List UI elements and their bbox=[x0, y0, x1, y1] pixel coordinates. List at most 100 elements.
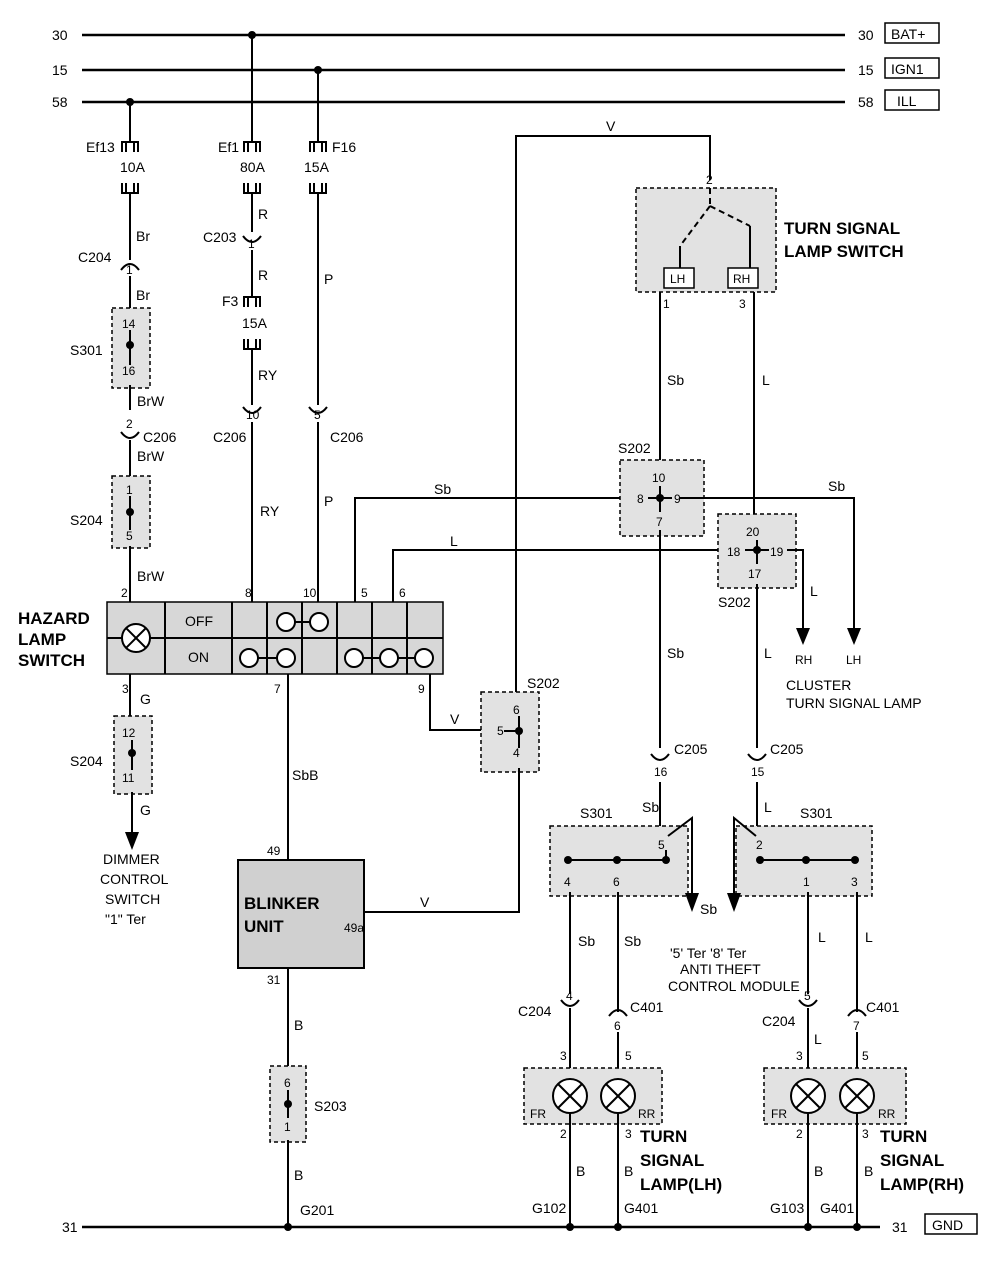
rail-30-right: 30 bbox=[858, 27, 874, 43]
fuse-ef13-rating: 10A bbox=[120, 159, 146, 175]
svg-text:1: 1 bbox=[803, 875, 810, 889]
wire-sbb: SbB bbox=[292, 767, 318, 783]
svg-text:L: L bbox=[814, 1031, 822, 1047]
antitheft-line-2: ANTI THEFT bbox=[680, 961, 761, 977]
svg-text:17: 17 bbox=[748, 567, 762, 581]
hazard-lamp-switch: HAZARD LAMP SWITCH OFF ON 8 10 5 6 3 7 bbox=[18, 586, 444, 696]
c206-label-1: C206 bbox=[143, 429, 177, 445]
cluster-labels: RH LH CLUSTER TURN SIGNAL LAMP bbox=[786, 653, 922, 711]
svg-text:G401: G401 bbox=[820, 1200, 854, 1216]
wire-v-hazard: V bbox=[450, 711, 460, 727]
svg-text:Sb: Sb bbox=[578, 933, 595, 949]
svg-text:3: 3 bbox=[739, 297, 746, 311]
svg-text:1: 1 bbox=[248, 237, 255, 251]
turn-signal-switch: 2 LH RH TURN SIGNAL LAMP SWITCH 1 3 Sb L bbox=[635, 173, 904, 522]
c206-label-3: C206 bbox=[330, 429, 364, 445]
cluster-line-1: CLUSTER bbox=[786, 677, 851, 693]
hazard-on-label: ON bbox=[188, 649, 209, 665]
svg-text:2: 2 bbox=[756, 838, 763, 852]
dimmer-line-2: CONTROL bbox=[100, 871, 169, 887]
wire-br-1: Br bbox=[136, 228, 150, 244]
fuse-ef13-symbol bbox=[121, 141, 139, 152]
wire-b-s203: B bbox=[294, 1167, 303, 1183]
fuse-f3-rating: 15A bbox=[242, 315, 268, 331]
rail-31-left: 31 bbox=[62, 1219, 78, 1235]
svg-text:C401: C401 bbox=[866, 999, 900, 1015]
svg-text:10: 10 bbox=[246, 408, 260, 422]
blinker-body bbox=[237, 859, 365, 969]
svg-text:B: B bbox=[624, 1163, 633, 1179]
svg-text:3: 3 bbox=[862, 1127, 869, 1141]
tag-ign: IGN1 bbox=[891, 61, 924, 77]
wire-sb-down: Sb bbox=[667, 645, 684, 661]
fuse-f3-name: F3 bbox=[222, 293, 239, 309]
wire-r-1: R bbox=[258, 206, 268, 222]
v-loop: V V S202 6 5 4 V bbox=[364, 118, 711, 913]
svg-text:18: 18 bbox=[727, 545, 741, 559]
svg-text:L: L bbox=[818, 929, 826, 945]
lamp-lh-line-3: LAMP(LH) bbox=[640, 1175, 722, 1194]
lamp-connectors: 4 C204 6 C401 5 C204 7 C401 L 3 5 3 5 bbox=[518, 989, 900, 1080]
svg-text:4: 4 bbox=[513, 746, 520, 760]
dimmer-branch: G S204 12 11 G DIMMER CONTROL SWITCH "1"… bbox=[70, 674, 169, 927]
svg-text:5: 5 bbox=[658, 838, 665, 852]
dimmer-line-1: DIMMER bbox=[103, 851, 160, 867]
power-rails: 30 15 58 31 30 15 58 31 BAT+ IGN1 ILL GN… bbox=[52, 22, 978, 1235]
svg-text:L: L bbox=[764, 799, 772, 815]
svg-text:6: 6 bbox=[614, 1019, 621, 1033]
svg-text:RR: RR bbox=[878, 1107, 896, 1121]
cluster-rh: RH bbox=[795, 653, 812, 667]
svg-text:4: 4 bbox=[564, 875, 571, 889]
ef1-column: Ef1 80A R 1 C203 R F3 15A RY 10 C206 RY bbox=[203, 35, 280, 602]
svg-text:5: 5 bbox=[804, 989, 811, 1003]
fuse-ef1-rating: 80A bbox=[240, 159, 266, 175]
wire-brw-2: BrW bbox=[137, 448, 165, 464]
svg-text:C204: C204 bbox=[518, 1003, 552, 1019]
lamp-rh-line-2: SIGNAL bbox=[880, 1151, 944, 1170]
svg-text:3: 3 bbox=[851, 875, 858, 889]
cluster-lh: LH bbox=[846, 653, 861, 667]
fuse-f16-name: F16 bbox=[332, 139, 356, 155]
c206-label-2: C206 bbox=[213, 429, 247, 445]
svg-text:31: 31 bbox=[267, 973, 281, 987]
wire-l-cluster: L bbox=[810, 583, 818, 599]
svg-text:10: 10 bbox=[303, 586, 317, 600]
svg-text:5: 5 bbox=[126, 529, 133, 543]
svg-text:20: 20 bbox=[746, 525, 760, 539]
s301-lh: S301 5 4 6 Sb Sb Sb bbox=[549, 805, 717, 1012]
c204-pin: 1 bbox=[126, 263, 133, 277]
hazard-off-label: OFF bbox=[185, 613, 213, 629]
rail-31-right: 31 bbox=[892, 1219, 908, 1235]
turn-lamp-lh: FR RR 2 3 TURN SIGNAL LAMP(LH) B B G102 … bbox=[523, 1067, 722, 1231]
svg-text:S301: S301 bbox=[800, 805, 833, 821]
wire-r-2: R bbox=[258, 267, 268, 283]
svg-text:Sb: Sb bbox=[700, 901, 717, 917]
s202-l-label: S202 bbox=[718, 594, 751, 610]
antitheft-line-3: CONTROL MODULE bbox=[668, 978, 800, 994]
lamp-lh-line-2: SIGNAL bbox=[640, 1151, 704, 1170]
svg-text:1: 1 bbox=[663, 297, 670, 311]
connector-c204-arc bbox=[120, 263, 140, 271]
wire-l-bus: L bbox=[450, 533, 458, 549]
svg-text:6: 6 bbox=[613, 875, 620, 889]
svg-text:C401: C401 bbox=[630, 999, 664, 1015]
blinker-line-2: UNIT bbox=[244, 917, 284, 936]
svg-text:2: 2 bbox=[706, 173, 713, 187]
antitheft-labels: '5' Ter '8' Ter ANTI THEFT CONTROL MODUL… bbox=[668, 945, 800, 994]
svg-text:7: 7 bbox=[656, 515, 663, 529]
svg-text:6: 6 bbox=[399, 586, 406, 600]
svg-text:5: 5 bbox=[497, 724, 504, 738]
lamp-lh-line-1: TURN bbox=[640, 1127, 687, 1146]
wire-g-1: G bbox=[140, 691, 151, 707]
c204-label: C204 bbox=[78, 249, 112, 265]
svg-text:2: 2 bbox=[796, 1127, 803, 1141]
s202-sb-label: S202 bbox=[618, 440, 651, 456]
svg-text:5: 5 bbox=[361, 586, 368, 600]
s301-left-label: S301 bbox=[70, 342, 103, 358]
svg-text:2: 2 bbox=[126, 417, 133, 431]
s202-sb-junction: S202 10 8 9 7 Sb Sb bbox=[618, 440, 861, 748]
svg-text:8: 8 bbox=[245, 586, 252, 600]
tag-box-bat bbox=[884, 22, 940, 44]
rail-15-right: 15 bbox=[858, 62, 874, 78]
